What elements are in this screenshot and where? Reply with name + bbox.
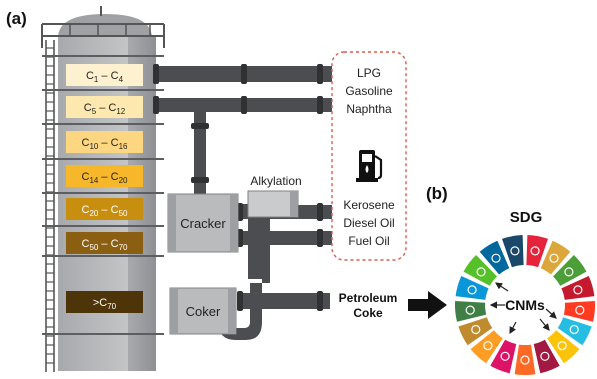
pipe-flange [237, 291, 243, 311]
fraction-box: >C70 [66, 291, 143, 313]
sdg-segment [479, 240, 510, 275]
sdg-goal-icon [500, 351, 510, 361]
sdg-goal-icon [471, 324, 481, 335]
product-label: Gasoline [345, 84, 393, 98]
fraction-swatch [66, 64, 143, 86]
cracker-unit: Cracker [167, 193, 239, 253]
product-label: Kerosene [343, 198, 395, 212]
fraction-box: C14 – C20 [66, 165, 143, 187]
sdg-segment [502, 235, 524, 268]
pipe-flange [317, 96, 323, 114]
sdg-center-label: CNMs [505, 297, 545, 313]
sdg-goal-icon [557, 341, 567, 351]
fraction-swatch [66, 131, 143, 153]
pipe-flanges [153, 64, 323, 311]
product-label: Naphtha [346, 102, 392, 116]
sdg-segment [490, 339, 517, 374]
sdg-segment [455, 276, 489, 300]
fraction-box: C5 – C12 [66, 96, 143, 118]
sdg-segment [533, 339, 560, 374]
alkylation-label: Alkylation [250, 174, 301, 188]
fraction-swatch [66, 96, 143, 118]
sdg-goal-icon [465, 305, 475, 315]
sdg-title: SDG [510, 209, 543, 226]
sdg-goal-icon [530, 246, 540, 256]
fraction-box: C1 – C4 [66, 64, 143, 86]
sdg-goal-icon [467, 285, 477, 295]
pipe-flange [241, 96, 247, 114]
fraction-label: C14 – C20 [82, 171, 128, 185]
fraction-swatch [66, 232, 143, 254]
sdg-segment [553, 255, 587, 286]
fraction-label: C1 – C4 [86, 70, 124, 84]
fuel-pump-icon [356, 150, 383, 182]
fraction-swatch [66, 198, 143, 220]
sdg-goal-icon [549, 253, 559, 263]
pipe-flange [153, 64, 159, 84]
arrow-to-sdg [408, 291, 447, 319]
coker-label: Coker [186, 304, 221, 319]
fraction-swatch [66, 291, 143, 313]
sdg-goal-icon [564, 267, 574, 277]
sdg-segment [540, 240, 571, 275]
pipe-flange [317, 203, 323, 221]
sdg-goal-icon [573, 285, 583, 295]
cracker-label: Cracker [180, 216, 226, 231]
sdg-segment [561, 276, 595, 300]
coker-unit: Coker [169, 287, 237, 335]
sdg-goal-icon [569, 324, 579, 335]
fraction-label: C20 – C50 [82, 204, 128, 218]
distillation-column [41, 6, 165, 372]
sdg-segment [526, 235, 548, 268]
fraction-label: C10 – C16 [82, 137, 128, 151]
sdg-segment [563, 301, 596, 322]
fraction-box: C50 – C70 [66, 232, 143, 254]
sdg-goal-icon [476, 267, 486, 277]
sdg-goal-icon [540, 351, 550, 361]
product-label: LPG [357, 66, 381, 80]
pipe-flange [191, 177, 209, 183]
sdg-goal-icon [483, 341, 493, 351]
sdg-segment [463, 255, 497, 286]
coke-label: Coke [353, 306, 383, 320]
fraction-swatch [66, 165, 143, 187]
sdg-goal-icon [510, 246, 520, 256]
sdg-segment [514, 344, 536, 375]
sdg-goal-icon [520, 355, 530, 365]
product-label: Diesel Oil [343, 216, 394, 230]
pipe-flange [317, 229, 323, 247]
pipe-flange [317, 291, 323, 311]
pipe-flange [317, 64, 323, 84]
pipe-flange [153, 96, 159, 114]
alkylation-unit: Alkylation [247, 174, 302, 218]
pipe-flange [241, 64, 247, 84]
sdg-segment [557, 317, 592, 346]
petroleum-label: Petroleum [339, 291, 398, 305]
fraction-label: C50 – C70 [82, 238, 128, 252]
fraction-box: C20 – C50 [66, 198, 143, 220]
sdg-arrows [489, 282, 557, 335]
sdg-segment [458, 317, 493, 346]
panel-b-label: (b) [426, 184, 448, 203]
sdg-segment [547, 330, 580, 364]
product-label: Fuel Oil [348, 234, 389, 248]
fraction-label: >C70 [93, 297, 117, 311]
panel-a-label: (a) [6, 9, 27, 28]
sdg-goal-icon [575, 305, 585, 315]
sdg-goal-icon [491, 253, 501, 263]
sdg-segment [454, 301, 487, 322]
pipe-flange [191, 123, 209, 129]
sdg-segment [470, 330, 503, 364]
fraction-box: C10 – C16 [66, 131, 143, 153]
sdg-wheel: SDG CNMs [454, 209, 596, 375]
fraction-label: C5 – C12 [84, 102, 126, 116]
